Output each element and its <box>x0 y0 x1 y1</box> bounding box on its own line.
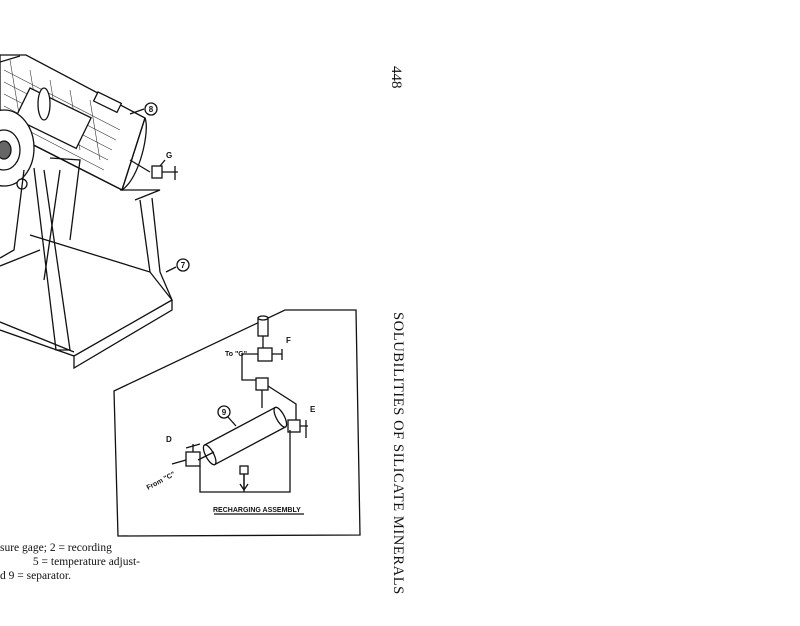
leader-7 <box>165 266 177 273</box>
label-d: D <box>166 435 172 444</box>
stand <box>0 157 173 370</box>
running-head: SOLUBILITIES OF SILICATE MINERALS <box>390 312 406 595</box>
callout-9 <box>217 405 231 419</box>
leader-9 <box>227 416 237 427</box>
valve-g <box>129 159 178 180</box>
caption-line: 5 = temperature adjust- <box>32 556 140 568</box>
svg-text:7: 7 <box>181 261 186 270</box>
leader-8 <box>129 108 145 115</box>
figure-caption: sure gage; 2 = recording 5 = temperature… <box>0 541 140 583</box>
label-g: G <box>166 151 172 160</box>
caption-line: d 9 = separator. <box>0 570 71 582</box>
caption-line: sure gage; 2 = recording <box>0 542 112 554</box>
svg-text:9: 9 <box>222 408 227 417</box>
page-number: 448 <box>388 66 404 89</box>
end-flange <box>0 109 35 190</box>
inset-title: RECHARGING ASSEMBLY <box>213 507 301 514</box>
callout-7 <box>176 258 190 272</box>
furnace-block <box>0 54 147 191</box>
label-f: F <box>286 336 291 345</box>
recharging-assembly-inset <box>113 309 361 537</box>
svg-text:8: 8 <box>149 105 154 114</box>
callout-8 <box>144 102 158 116</box>
label-e: E <box>310 405 316 414</box>
label-to-g: To "G" <box>225 351 247 358</box>
leader-g <box>159 159 166 167</box>
